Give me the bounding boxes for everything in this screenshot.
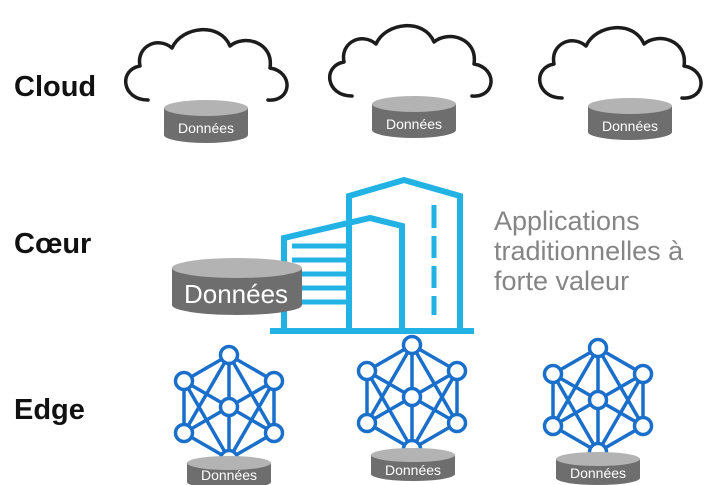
applications-caption-line: traditionnelles à [494,236,684,266]
cloud-icon [327,23,493,98]
cloud-2: Données [327,23,493,138]
data-label: Données [570,465,626,481]
datacenter-building-icon [270,176,474,334]
data-label: Données [178,120,234,136]
data-cylinder: Données [371,448,455,481]
data-label: Données [386,116,442,132]
applications-caption-line: Applications [494,206,640,236]
data-cylinder: Données [588,98,672,140]
data-cylinder: Données [372,96,456,138]
cloud-icon [123,27,289,102]
edge-node-3: Données [542,337,654,485]
data-label: Données [385,462,441,478]
applications-caption-line: forte valeur [494,266,630,296]
data-cylinder: Données [556,452,640,485]
data-label: Données [602,118,658,134]
tier-label-cloud: Cloud [14,71,97,103]
edge-node-1: Données [173,344,285,485]
tier-label-core: Cœur [14,228,92,260]
cloud-3: Données [537,25,703,140]
data-cylinder: Données [187,456,271,485]
data-cylinder-core: Données [172,258,302,315]
data-label: Données [184,279,288,309]
network-mesh-icon [356,334,468,460]
network-mesh-icon [173,344,285,470]
network-mesh-icon [542,337,654,463]
tier-label-edge: Edge [14,394,85,426]
applications-caption: Applications traditionnelles à forte val… [494,206,714,296]
data-label: Données [201,467,257,483]
cloud-1: Données [123,27,289,143]
cloud-icon [537,25,703,100]
data-cylinder: Données [164,100,248,143]
edge-node-2: Données [356,334,468,481]
